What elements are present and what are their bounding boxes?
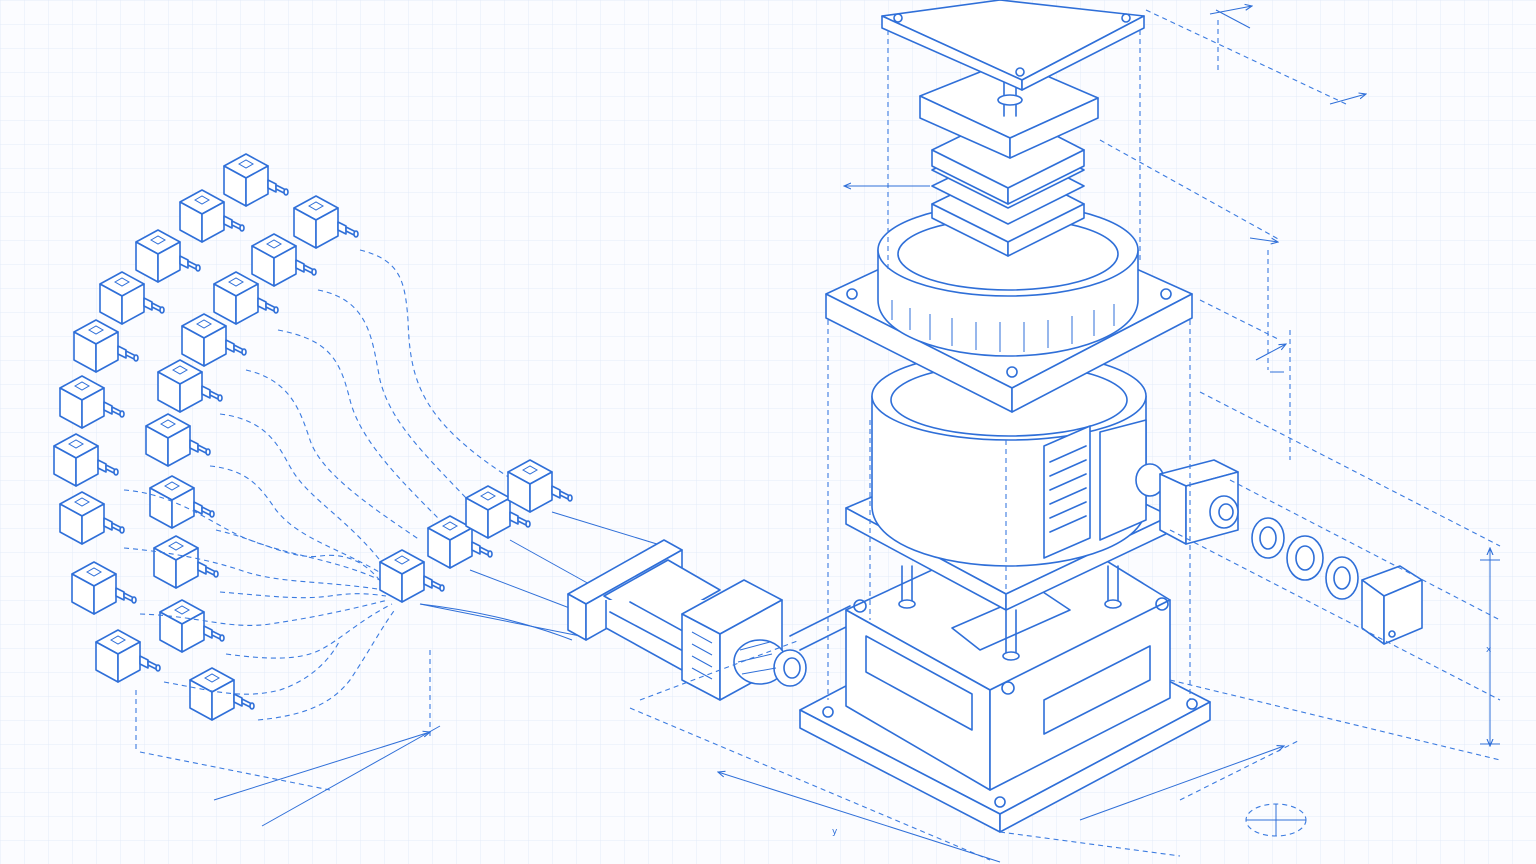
dimension-arrows	[213, 6, 1500, 863]
connector-hub	[379, 459, 671, 641]
washer-1	[1251, 517, 1285, 559]
upper-block	[919, 59, 1099, 159]
washer-2	[1286, 535, 1324, 581]
dimension-labels: x y	[832, 645, 1492, 837]
linear-actuator-rod	[567, 539, 861, 701]
top-cap-plate	[881, 0, 1145, 91]
washer-3	[1325, 556, 1359, 600]
motor-assembly	[799, 0, 1423, 833]
dimension-label-x: x	[1486, 645, 1492, 655]
construction-lines	[135, 9, 1501, 861]
support-columns	[898, 565, 1122, 661]
stacked-plates	[931, 111, 1085, 257]
side-output-shaft	[1135, 459, 1423, 645]
dimension-label-y: y	[832, 827, 838, 837]
signal-wiring	[123, 249, 511, 721]
